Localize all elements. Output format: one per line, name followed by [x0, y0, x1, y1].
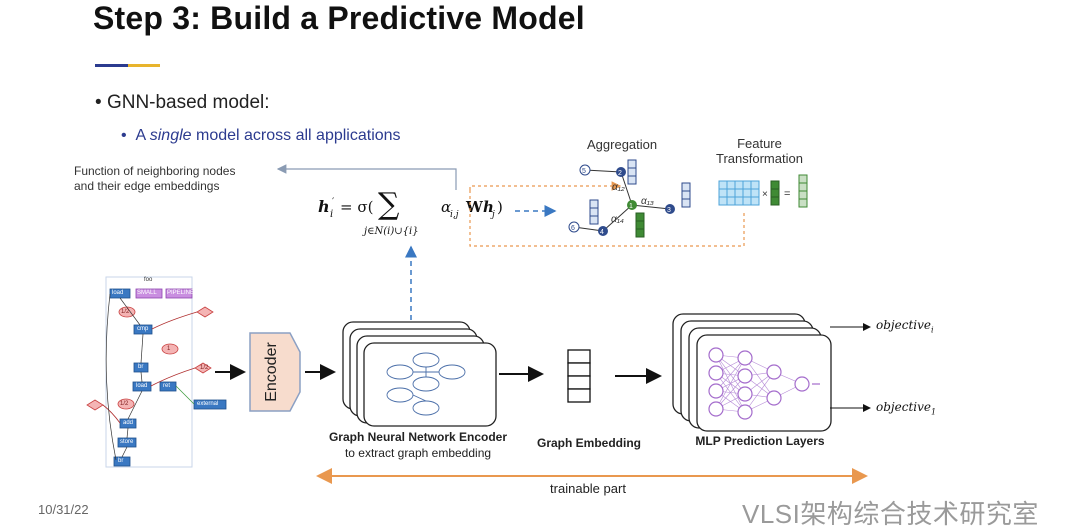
cdfg-node-add: add: [123, 420, 134, 426]
gnn-caption: Graph Neural Network Encoder to extract …: [320, 429, 516, 461]
gnn-caption-line1: Graph Neural Network Encoder: [328, 430, 508, 444]
title-underline-blue: [95, 64, 128, 67]
objective-1-text: objective: [876, 400, 931, 414]
cdfg-node-ret: ret: [163, 383, 171, 389]
cdfg-node-pipeline: PIPELINE: [167, 290, 195, 296]
objective-i-sub: i: [931, 325, 934, 335]
bullet-gnn-model-text: GNN-based model:: [106, 92, 270, 113]
svg-text:α₁₂: α₁₂: [612, 182, 625, 193]
title-underline-gold: [128, 64, 160, 67]
gnn-caption-line2: to extract graph embedding: [344, 446, 492, 460]
svg-text:α₁₄: α₁₄: [611, 214, 624, 225]
encoder-label: Encoder: [263, 342, 280, 402]
cdfg-node-br2: br: [118, 458, 124, 464]
svg-text:h: h: [318, 197, 330, 216]
watermark: VLSI架构综合技术研究室: [742, 499, 1039, 529]
objective-1-label: objective1: [876, 400, 936, 416]
mlp-network: [708, 347, 820, 420]
bullet-prefix: A: [135, 127, 150, 144]
objective-i-label: objectivei: [876, 318, 934, 334]
svg-text:i,j: i,j: [450, 210, 459, 220]
cdfg-top-label: foo: [144, 277, 153, 283]
cdfg-graph: [86, 276, 227, 468]
objective-1-sub: 1: [931, 407, 937, 417]
bullet-italic: single: [149, 127, 192, 144]
feature-line2: Transformation: [716, 151, 803, 166]
cdfg-node-load: load: [112, 290, 124, 296]
cdfg-node-external: external: [197, 401, 219, 407]
encoder-shape: [249, 332, 301, 412]
bullet-suffix: model across all applications: [191, 127, 401, 144]
svg-text:1: 1: [629, 203, 633, 210]
cdfg-node-br: br: [138, 364, 144, 370]
svg-text:6: 6: [571, 225, 575, 232]
svg-text:i: i: [330, 209, 333, 220]
svg-text:W: W: [465, 198, 484, 216]
feature-line1: Feature: [737, 136, 782, 151]
neighbor-function-annotation: Function of neighboring nodes and their …: [74, 164, 235, 194]
cdfg-const-2: 1/2: [120, 401, 129, 407]
svg-text:5: 5: [582, 168, 586, 175]
svg-text:α₁₃: α₁₃: [641, 196, 654, 207]
cdfg-const-3: 1/2: [200, 365, 209, 371]
trainable-part-caption: trainable part: [550, 481, 626, 496]
graph-embedding-caption: Graph Embedding: [536, 436, 641, 450]
neighbor-fn-line1: Function of neighboring nodes: [74, 164, 236, 178]
bullet-single-model: • A single model across all applications: [121, 127, 401, 144]
neighbor-fn-line2: and their edge embeddings: [74, 179, 220, 193]
svg-text:∑: ∑: [378, 187, 400, 222]
gnn-stack: [342, 321, 497, 427]
message-passing-formula: h i ′ = σ( ∑ j∈N(i)∪{i} α i,j W h j ): [318, 187, 503, 237]
svg-text:j: j: [490, 210, 495, 220]
svg-text:3: 3: [667, 207, 671, 214]
objective-i-text: objective: [876, 318, 931, 332]
slide-date: 10/31/22: [38, 502, 89, 517]
gnn-inner-graph: [386, 352, 466, 416]
orange-dashed-loop: [469, 190, 745, 247]
feature-transformation-label: Feature Transformation: [716, 136, 803, 166]
svg-text:h: h: [483, 198, 494, 216]
cdfg-node-small: SMALL: [137, 290, 157, 296]
aggregation-label: Aggregation: [587, 137, 658, 152]
svg-text:α: α: [441, 198, 451, 216]
svg-text:×: ×: [762, 189, 768, 200]
svg-text:=: =: [784, 188, 790, 200]
svg-text:): ): [497, 198, 503, 216]
cdfg-node-load2: load: [136, 383, 148, 389]
feature-transformation: × =: [718, 174, 808, 208]
orange-dashed-to-node: [469, 181, 622, 191]
aggregation-graph: 2 3 4 1 5 6 α₁₂ α₁₃ α₁₄: [568, 159, 691, 238]
cdfg-node-store: store: [120, 439, 134, 445]
slide-title: Step 3: Build a Predictive Model: [93, 0, 585, 36]
annotation-arrow: [276, 164, 457, 190]
cdfg-const-1: 1/2: [121, 309, 130, 315]
cdfg-const-label: 1: [167, 346, 171, 352]
bullet-gnn-model: • GNN-based model:: [95, 92, 270, 113]
mlp-caption: MLP Prediction Layers: [695, 434, 825, 448]
svg-text:′: ′: [332, 197, 335, 208]
graph-embedding-vector: [567, 349, 591, 403]
cdfg-node-cmp: cmp: [137, 326, 149, 332]
svg-text:4: 4: [600, 229, 604, 236]
svg-text:= σ(: = σ(: [340, 198, 373, 216]
svg-text:2: 2: [618, 170, 622, 177]
svg-text:j∈N(i)∪{i}: j∈N(i)∪{i}: [362, 226, 419, 237]
